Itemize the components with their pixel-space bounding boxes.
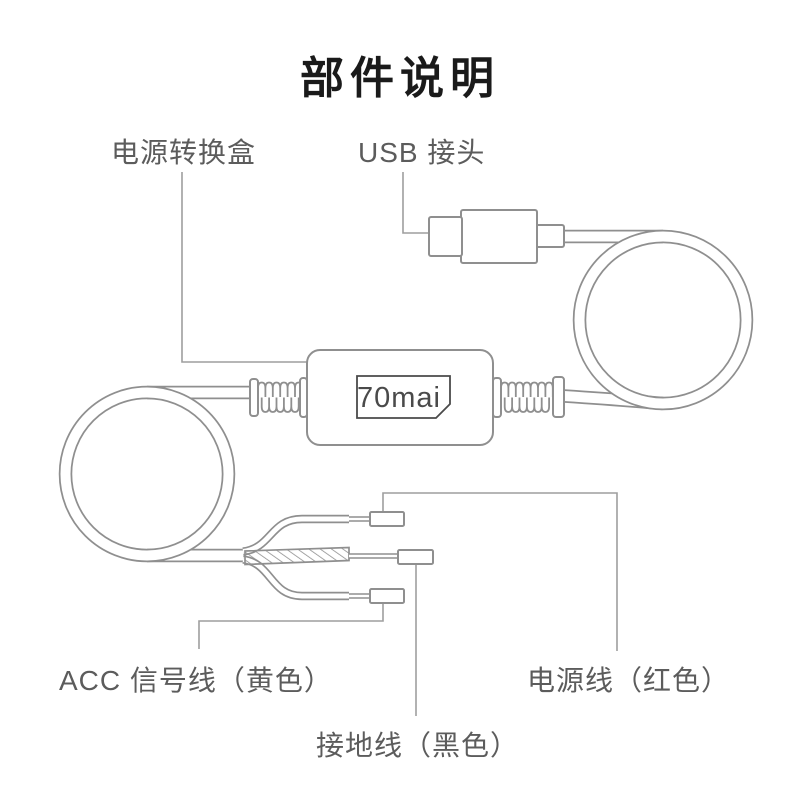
right-cable-assembly [428,209,754,411]
label-power-box: 电源转换盒 [111,137,257,168]
usb-plug-metal [428,216,463,257]
terminal-red [369,511,405,527]
label-acc-wire: ACC 信号线（黄色） [59,665,333,696]
ground-wire-braided [244,546,350,566]
left-cable-coil [58,385,236,563]
power-conversion-box: 70mai [306,349,494,446]
right-rib-boxcap [492,377,502,418]
brand-logo: 70mai [357,382,441,414]
left-ribs-top [257,381,304,397]
power-wire-red [242,514,349,556]
page-title: 部件说明 [300,54,500,103]
right-rib-endcap [552,376,565,418]
right-cable-coil [572,229,754,411]
left-rib-endcap [249,378,259,417]
acc-wire-yellow [242,555,349,601]
label-power-wire: 电源线（红色） [527,665,731,696]
left-ribs-bottom [260,397,300,413]
ribbed-sections [249,376,565,418]
right-ribs-bottom [503,397,550,413]
label-usb-connector: USB 接头 [358,137,486,168]
left-cable-assembly [58,385,252,563]
left-rib-boxcap [299,377,308,418]
label-ground-wire: 接地线（黑色） [316,730,520,761]
leader-power-box [181,172,309,363]
leader-usb [402,172,429,234]
leader-lines [181,172,618,716]
logo-plate [356,375,451,419]
terminal-yellow [369,588,405,604]
usb-plug-body [460,209,538,264]
terminal-ground [397,549,434,565]
leader-acc-wire [198,604,384,649]
leader-power-wire [382,492,618,651]
wire-split [242,511,434,604]
right-ribs-top [500,381,554,397]
usb-strain-relief [535,224,565,248]
